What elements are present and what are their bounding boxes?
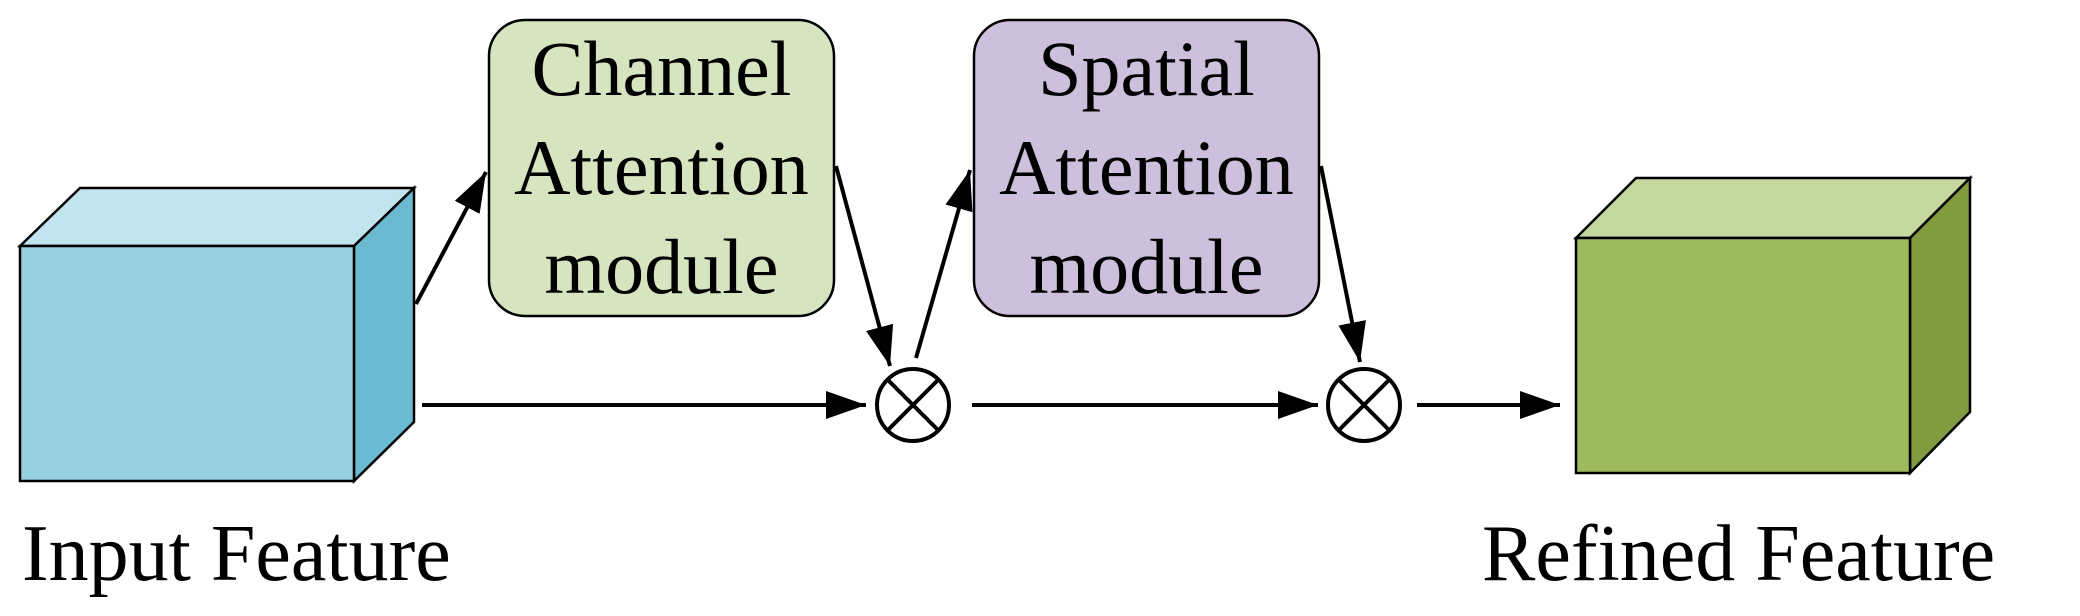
refined-cube-front-face — [1574, 236, 1912, 475]
multiply-1-cross-b — [886, 378, 940, 432]
multiply-operator-2 — [1326, 367, 1402, 443]
spatial-attention-line-3: module — [1030, 223, 1264, 310]
spatial-attention-line-1: Spatial — [1038, 25, 1255, 112]
edges — [414, 165, 1560, 419]
channel-attention-line-3: module — [545, 223, 779, 310]
channel-attention-module: Channel Attention module — [487, 18, 836, 318]
refined-feature-label: Refined Feature — [1482, 510, 1995, 598]
refined-cube-top-face — [1572, 176, 1974, 240]
input-feature-cube — [16, 185, 418, 484]
spatial-attention-line-2: Attention — [999, 124, 1294, 211]
spatial-attention-box — [972, 18, 1321, 318]
edge-input-to-channel-attention — [414, 171, 488, 305]
spatial-attention-module: Spatial Attention module — [972, 18, 1321, 318]
edge-multiply-1-to-spatial-attention — [914, 169, 973, 359]
edge-spatial-attention-to-multiply-2 — [1319, 165, 1366, 363]
input-cube-front-face — [18, 244, 356, 483]
channel-attention-line-1: Channel — [532, 25, 792, 112]
multiply-2-cross-b — [1337, 378, 1391, 432]
refined-feature-cube — [1572, 174, 1974, 477]
input-cube-top-face — [16, 186, 418, 248]
multiply-operator-1 — [875, 367, 951, 443]
channel-attention-line-2: Attention — [514, 124, 809, 211]
edge-channel-attention-to-multiply-1 — [834, 165, 894, 367]
input-feature-label: Input Feature — [22, 510, 451, 598]
channel-attention-box — [487, 18, 836, 318]
